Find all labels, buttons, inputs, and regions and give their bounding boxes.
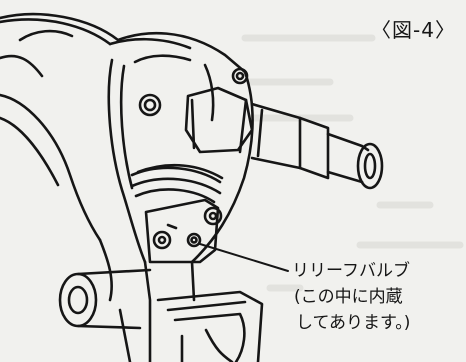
valve-block [144, 198, 223, 264]
callout-line-3: してあります。) [296, 313, 411, 333]
callout-line-1: リリーフバルブ [292, 261, 410, 281]
ribs [130, 163, 224, 204]
top-housing [108, 31, 249, 85]
nozzle-fitting [184, 86, 384, 190]
lower-handle [58, 238, 264, 362]
main-body [107, 58, 254, 264]
figure-label: 〈図-4〉 [371, 18, 456, 42]
callout-line-2: (この中に内蔵 [294, 287, 403, 307]
callout-leader-line [199, 243, 289, 272]
relief-valve-callout: リリーフバルブ (この中に内蔵 してあります。) [292, 258, 410, 336]
relief-valve-port-icon [186, 232, 202, 248]
cylinder-body [0, 12, 120, 242]
